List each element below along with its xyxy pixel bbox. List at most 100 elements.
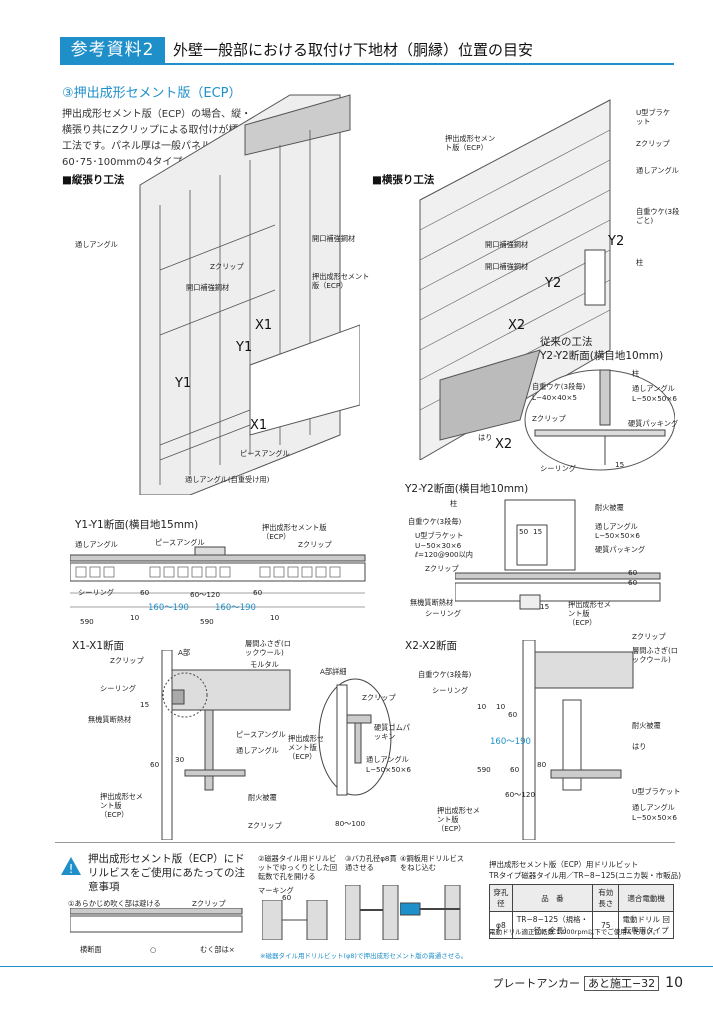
label: ピースアングル <box>155 538 205 547</box>
label: 通しアングル <box>632 803 675 812</box>
label: 耐火被覆 <box>248 793 277 802</box>
label: 無機質断熱材 <box>410 598 454 607</box>
page-title: 外壁一般部における取付け下地材（胴縁）位置の目安 <box>173 41 534 59</box>
fig-a-detail-title: A部詳細 <box>320 667 347 676</box>
label: 開口補強鋼材 <box>485 262 529 271</box>
label: シーリング <box>432 686 468 695</box>
label: 通しアングル <box>236 746 279 755</box>
footer-section: あと施工−32 <box>583 976 660 991</box>
dim: 60 <box>150 760 160 769</box>
fig-x1-title: X1-X1断面 <box>72 640 125 652</box>
table-cell: 75 <box>592 911 620 939</box>
label: U型ブラケット <box>636 108 671 126</box>
label: L−50×50×6 <box>632 394 677 403</box>
label: U−50×30×6 <box>415 541 462 550</box>
fig-x1-drawing <box>161 650 291 840</box>
table-subtitle: TRタイプ磁器タイル用／TR−8−125(ユニカ製・市販品) <box>489 871 682 880</box>
label: 通しアングル <box>75 540 118 549</box>
divider <box>55 842 675 843</box>
label: 層間ふさぎ(ロックウール) <box>632 646 678 664</box>
step-3-text: ③バカ孔径φ8貫通させる <box>345 854 397 872</box>
label: 通しアングル <box>632 384 675 393</box>
label: 押出成形セメント版（ECP） <box>288 734 324 761</box>
label: シーリング <box>100 684 136 693</box>
dim: 590 <box>477 765 491 774</box>
label: 横断面 <box>80 945 102 954</box>
label: 開口補強鋼材 <box>312 234 356 243</box>
label: 開口補強鋼材 <box>186 283 230 292</box>
label: はり <box>478 433 493 442</box>
step-1-drawing <box>70 908 243 933</box>
dim: 50 <box>519 527 529 536</box>
label: 通しアングル(自重受け用) <box>185 475 270 484</box>
footer-rule <box>0 966 713 967</box>
label: 開口補強鋼材 <box>485 240 529 249</box>
section-mark: Y2 <box>545 276 562 291</box>
fig-vertical-drawing <box>139 94 360 495</box>
label: Zクリップ <box>362 693 396 702</box>
dim: 30 <box>175 755 185 764</box>
label: 通しアングル <box>366 755 409 764</box>
fig-y1-title: Y1-Y1断面(横目地15mm) <box>75 519 199 531</box>
label: 押出成形セメント版（ECP） <box>312 272 370 290</box>
label: 耐火被覆 <box>632 721 661 730</box>
label: Zクリップ <box>192 899 226 908</box>
dim: 160〜190 <box>215 603 256 613</box>
section-mark: Y1 <box>236 340 253 355</box>
label: ピースアングル <box>240 449 290 458</box>
label: 層間ふさぎ(ロックウール) <box>245 639 291 657</box>
notice-title: 押出成形セメント版（ECP）にドリルビスをご使用にあたっての注意事項 <box>88 853 245 893</box>
fig-conventional-drawing <box>524 369 675 471</box>
label: ピースアングル <box>236 730 286 739</box>
label: L−50×50×6 <box>595 531 640 540</box>
label: Zクリップ <box>110 656 144 665</box>
label: 押出成形セメント版（ECP） <box>100 792 143 819</box>
section-mark: X2 <box>508 318 526 333</box>
label: 耐火被覆 <box>595 503 624 512</box>
table-header: 有効長さ <box>592 884 620 912</box>
dim: 60 <box>140 588 150 597</box>
label: シーリング <box>425 609 461 618</box>
label: Zクリップ <box>210 262 244 271</box>
label: 柱 <box>636 258 644 267</box>
label: ○ <box>150 945 157 954</box>
label: シーリング <box>540 464 576 473</box>
table-header: 穿孔径 <box>489 884 513 912</box>
label: Zクリップ <box>298 540 332 549</box>
step-1-text: ①あらかじめ吹く部は避ける <box>68 899 161 908</box>
label: 硬質パッキング <box>595 545 646 554</box>
label: 自重ウケ(3段毎) <box>418 670 472 679</box>
table-cell: 電動ドリル 回転専用タイプ <box>618 911 674 939</box>
label: モルタル <box>250 660 279 669</box>
table-title: 押出成形セメント版（ECP）用ドリルビット <box>489 860 639 869</box>
dim: 60 <box>628 578 638 587</box>
label: U型ブラケット <box>632 787 681 796</box>
dim: 15 <box>540 602 550 611</box>
dim: 60 <box>253 588 263 597</box>
label: 通しアングル <box>75 240 118 249</box>
label: Zクリップ <box>632 632 666 641</box>
table-cell: TR−8−125（規格・径・全長） <box>511 911 594 939</box>
label: 柱 <box>632 369 640 378</box>
step-2-text: ②磁器タイル用ドリルビットでゆっくりとした回転数で孔を開ける <box>258 854 338 881</box>
dim: 160〜190 <box>148 603 189 613</box>
dim: 60〜120 <box>505 790 536 799</box>
label: 柱 <box>450 499 458 508</box>
label: はり <box>632 742 647 751</box>
fig-y2-drawing <box>455 499 661 610</box>
label: 押出成形セメント版（ECP） <box>262 523 327 541</box>
table-header: 適合電動機 <box>618 884 674 912</box>
label: U型ブラケット <box>415 531 464 540</box>
dim: 60 <box>510 765 520 774</box>
step-3-drawing <box>345 885 399 940</box>
label: Zクリップ <box>532 414 566 423</box>
fig-y2-title: Y2-Y2断面(横目地10mm) <box>405 483 529 495</box>
table-header: 品 番 <box>511 884 594 912</box>
footnote: ※磁器タイル用ドリルビット(φ8)で押出成形セメント版の貫通させる。 <box>260 952 468 960</box>
label: 硬質パッキング <box>628 419 679 428</box>
header-rule <box>60 63 674 65</box>
label: 押出成形セメント版（ECP） <box>437 806 480 833</box>
label: Zクリップ <box>636 139 670 148</box>
step-4-text: ④鋼板用ドリルビスをねじ込む <box>400 854 464 872</box>
